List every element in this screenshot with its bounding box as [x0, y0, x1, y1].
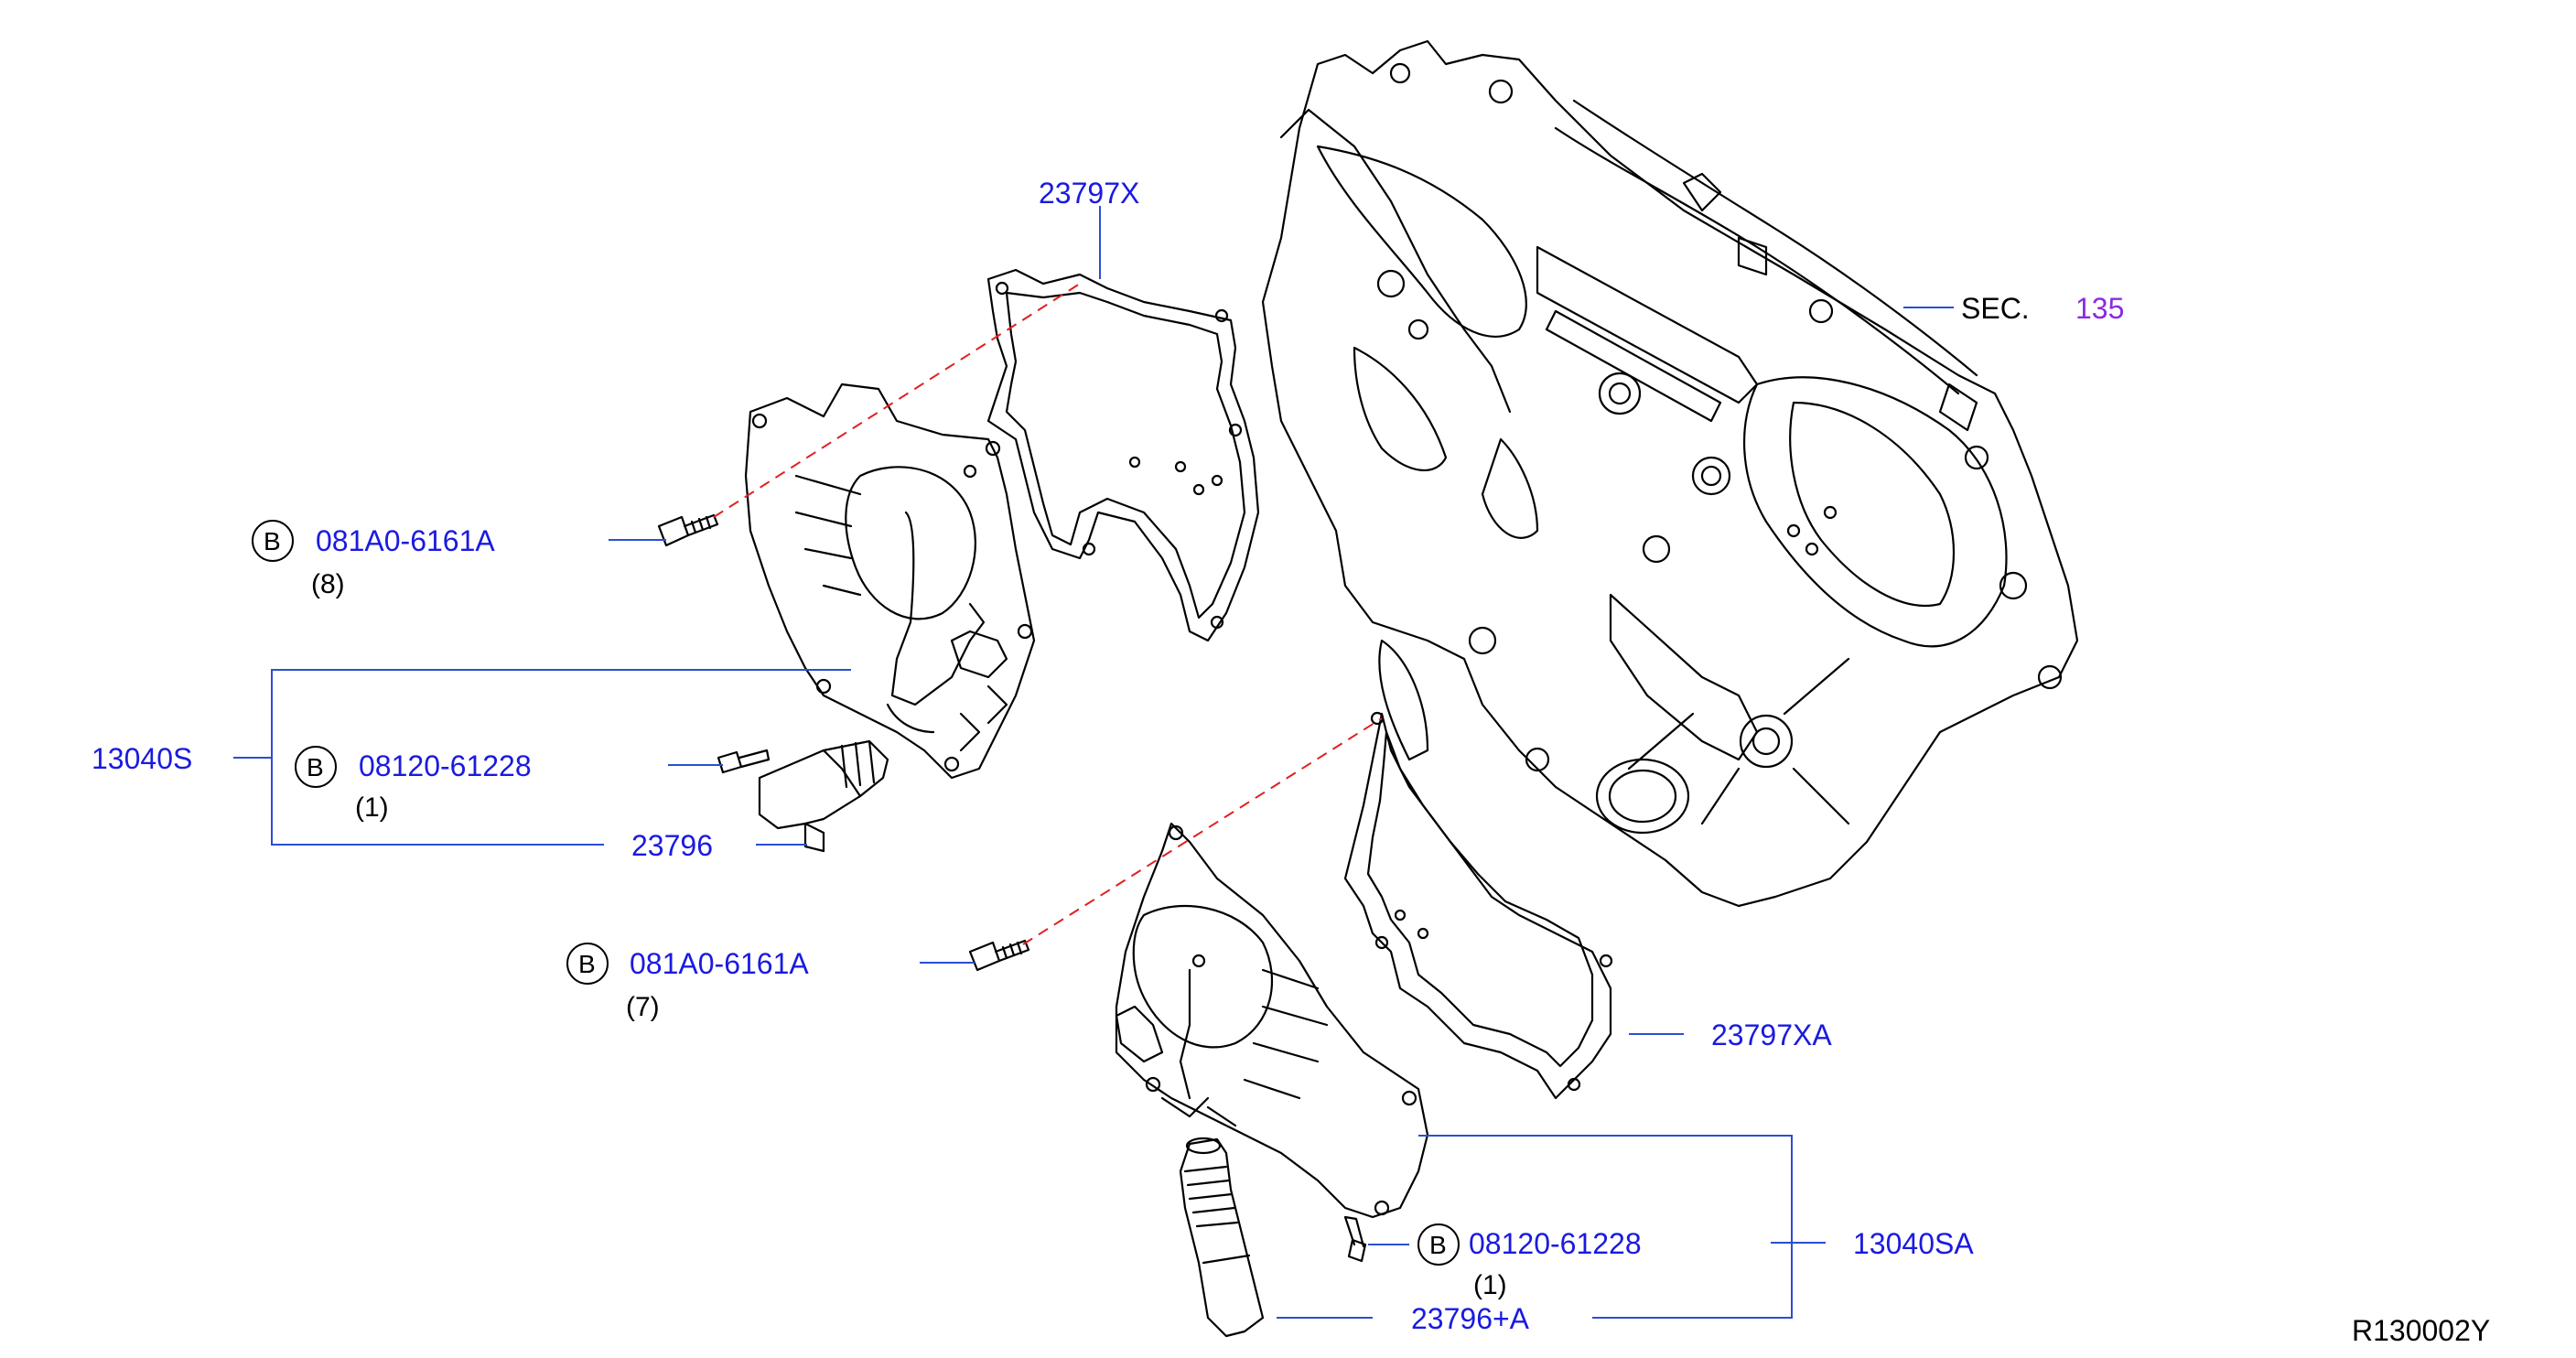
front-cover-casting [1261, 39, 2079, 908]
label-gasket-upper: 23797X [1039, 177, 1139, 210]
bolt-small-left [717, 749, 771, 774]
svg-text:B: B [307, 753, 324, 781]
bolt-lower-flange [968, 939, 1030, 972]
label-diagram-ref: R130002Y [2352, 1314, 2490, 1347]
bolt-marker-small-left: B [295, 746, 337, 788]
bolt-upper-flange [657, 513, 719, 547]
label-solenoid-left: 23796 [631, 829, 713, 862]
label-bolt-small-left-code: 08120-61228 [359, 749, 532, 782]
label-sec-prefix: SEC. [1961, 292, 2030, 325]
label-bolt-lower-qty: (7) [626, 992, 660, 1022]
alignment-line-lower [1022, 717, 1383, 945]
svg-text:B: B [578, 950, 596, 978]
bolt-marker-small-right: B [1417, 1223, 1460, 1266]
leader-lines [233, 206, 1954, 1319]
svg-text:B: B [1429, 1231, 1447, 1259]
label-bolt-small-right-qty: (1) [1473, 1270, 1507, 1300]
svg-text:B: B [264, 527, 281, 555]
gasket-upper [986, 268, 1260, 642]
gasket-lower [1343, 711, 1613, 1100]
label-assembly-left: 13040S [92, 742, 192, 775]
solenoid-valve-left [758, 739, 889, 853]
label-solenoid-right: 23796+A [1411, 1302, 1530, 1335]
label-sec-number[interactable]: 135 [2075, 292, 2124, 325]
bolt-small-right [1343, 1215, 1367, 1263]
label-gasket-lower: 23797XA [1711, 1018, 1832, 1051]
valve-timing-cover-right [1115, 822, 1429, 1219]
bolt-marker-lower: B [566, 943, 609, 985]
label-bolt-small-right-code: 08120-61228 [1469, 1227, 1642, 1260]
label-bolt-small-left-qty: (1) [355, 792, 389, 823]
valve-timing-cover-left [744, 383, 1036, 780]
label-bolt-upper-qty: (8) [311, 569, 345, 599]
label-assembly-right: 13040SA [1853, 1227, 1974, 1260]
label-bolt-lower-code: 081A0-6161A [630, 947, 809, 980]
label-bolt-upper-code: 081A0-6161A [316, 524, 495, 557]
solenoid-valve-right [1179, 1137, 1265, 1338]
bolt-marker-upper: B [252, 520, 294, 562]
